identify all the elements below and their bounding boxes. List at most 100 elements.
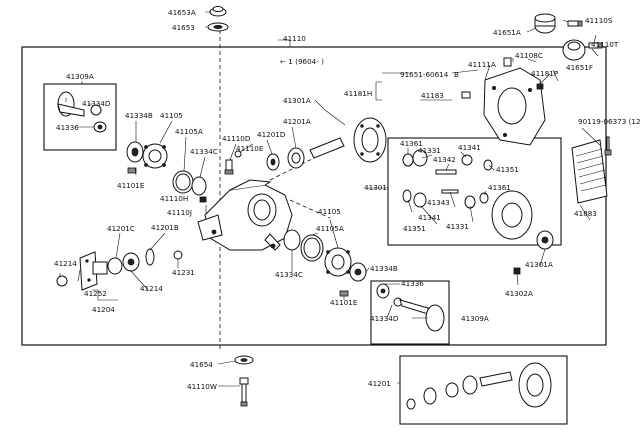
bearing-41334B-mid [349,262,367,282]
callout-41331-a: 41331 [418,146,441,155]
box-41309A-mid [370,280,450,345]
callout-41110T: 41110T [591,40,619,49]
leaders-bottom-left [59,232,179,301]
callout-41651F: 41651F [566,63,593,72]
callout-41653A: 41653A [168,8,196,17]
callout-41301A-mid: 41301A [525,260,553,269]
dashed-line-b [269,154,321,181]
callout-41302A: 41302A [505,289,533,298]
bearing-41201D [266,153,280,171]
callout-41341-a: 41341 [458,143,481,152]
insulator-41883 [571,139,608,204]
callout-41110: 41110 [283,34,306,43]
callout-41201A: 41201A [283,117,311,126]
pinion-set-41201 [406,362,552,410]
callout-41883: 41883 [574,209,597,218]
leaders-bottom [217,360,400,387]
dashed-line-a [289,199,331,219]
callout-91651: 91651-60614 [400,70,449,79]
leaders-left-box [65,81,94,128]
retainer-41105-top [142,143,168,169]
flange-41204 [79,251,108,291]
callout-41110D: 41110D [222,134,251,143]
bolt-41110S [567,20,583,27]
callout-41214-a: 41214 [54,259,77,268]
box-41301 [387,137,562,246]
seal-41334C-mid [283,229,301,251]
leaders-box41301 [366,148,495,225]
callout-41343: 41343 [427,198,450,207]
leaders-left [134,120,207,213]
bolt-90119 [604,136,612,156]
bearings-41201C [107,248,155,275]
leaders-right [579,127,601,221]
rear-cover [483,67,546,146]
washer-41654 [234,355,254,365]
plug-41108C [503,57,512,67]
spacer-41231 [173,250,183,260]
callout-41204: 41204 [92,305,115,314]
mount-41651A [534,13,556,34]
seal-41334C-top [191,176,207,196]
callout-41334B-mid: 41334B [370,264,398,273]
carrier-housing [197,179,293,251]
callout-41334C-top: 41334C [190,147,218,156]
plug-41302A [513,267,521,275]
callout-41105A-top: 41105A [175,127,203,136]
callout-41105-mid: 41105 [318,207,341,216]
callout-41653: 41653 [172,23,195,32]
box-41309A-top [43,83,117,151]
callout-41361-b: 41361 [488,183,511,192]
washer-41653 [207,22,229,32]
callout-41110J: 41110J [167,208,192,217]
flange-41309A-top [57,91,107,133]
plug-41653A [209,6,227,17]
range-note: ← 1 (9604- ) [280,57,324,66]
callout-41101E-mid: 41101E [330,298,358,307]
callout-41181P: 41181P [531,69,559,78]
callout-41331-b: 41331 [446,222,469,231]
leaders-top [205,11,599,82]
callout-41309A-top: 41309A [66,72,94,81]
callout-41201C: 41201C [107,224,135,233]
callout-41351-b: 41351 [403,224,426,233]
callout-41108C: 41108C [515,51,543,60]
diff-gears [402,149,533,240]
callout-41334D-mid: 41334D [370,314,399,323]
oring-41105A-top [172,170,194,194]
bolt-41110T [588,42,603,49]
callout-41334B-top: 41334B [125,111,153,120]
callout-41341-b: 41341 [418,213,441,222]
callout-41342: 41342 [433,155,456,164]
callout-41183: 41183 [421,91,444,100]
callout-90119: 90119-06373 (12) [578,117,640,126]
callout-41334D-top: 41334D [82,99,111,108]
bearing-41334B-top [126,141,144,163]
callout-41110E: 41110E [236,144,264,153]
callout-41214-b: 41214 [140,284,163,293]
callout-41651A: 41651A [493,28,521,37]
callout-41301: 41301 [364,183,387,192]
callout-41654: 41654 [190,360,213,369]
box-41201 [399,355,568,425]
nut-41214-a [56,275,68,287]
callout-41105A-mid: 41105A [316,224,344,233]
mount-41651F [562,39,586,61]
callout-41336-top: 41336 [56,123,79,132]
callout-41301A-top: 41301A [283,96,311,105]
bolt-41101E-top [127,167,137,174]
callout-41110S: 41110S [585,16,613,25]
callout-41111A: 41111A [468,60,496,69]
shaft-41309A-mid [376,283,445,332]
bearing-41201A [287,147,305,169]
callout-41201: 41201 [368,379,391,388]
bolt-41110W [239,377,249,407]
callout-41231: 41231 [172,268,195,277]
callout-41110H: 41110H [160,194,188,203]
callout-41361-a: 41361 [400,139,423,148]
callout-41336-mid: 41336 [401,279,424,288]
callout-41110W: 41110W [187,382,217,391]
callout-B: B [454,70,459,79]
